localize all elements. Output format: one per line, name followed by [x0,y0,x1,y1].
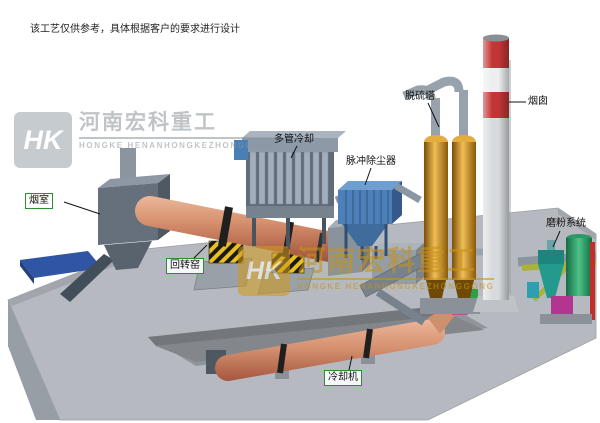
multi-tube-cooler-graphic [234,131,354,248]
label-smoke-chamber: 烟室 [25,193,53,209]
label-chimney: 烟囱 [528,96,548,107]
disclaimer-text: 该工艺仅供参考，具体根据客户的要求进行设计 [30,24,240,35]
label-rotary-kiln: 回转窑 [166,258,204,274]
label-grinding-system: 磨粉系统 [546,218,586,229]
leader-lines [63,101,561,371]
cooler-machine-graphic [206,306,456,381]
label-cooler: 冷却机 [324,370,362,386]
label-desulfurization-tower: 脱硫塔 [405,91,435,102]
label-pulse-dust-collector: 脉冲除尘器 [346,156,396,167]
grinding-system-graphic [517,234,597,324]
chimney-graphic [473,34,519,312]
pulse-dust-collector-graphic [338,181,422,260]
rotary-kiln-graphic [135,196,355,295]
label-multi-tube-cooler: 多管冷却 [274,134,314,145]
